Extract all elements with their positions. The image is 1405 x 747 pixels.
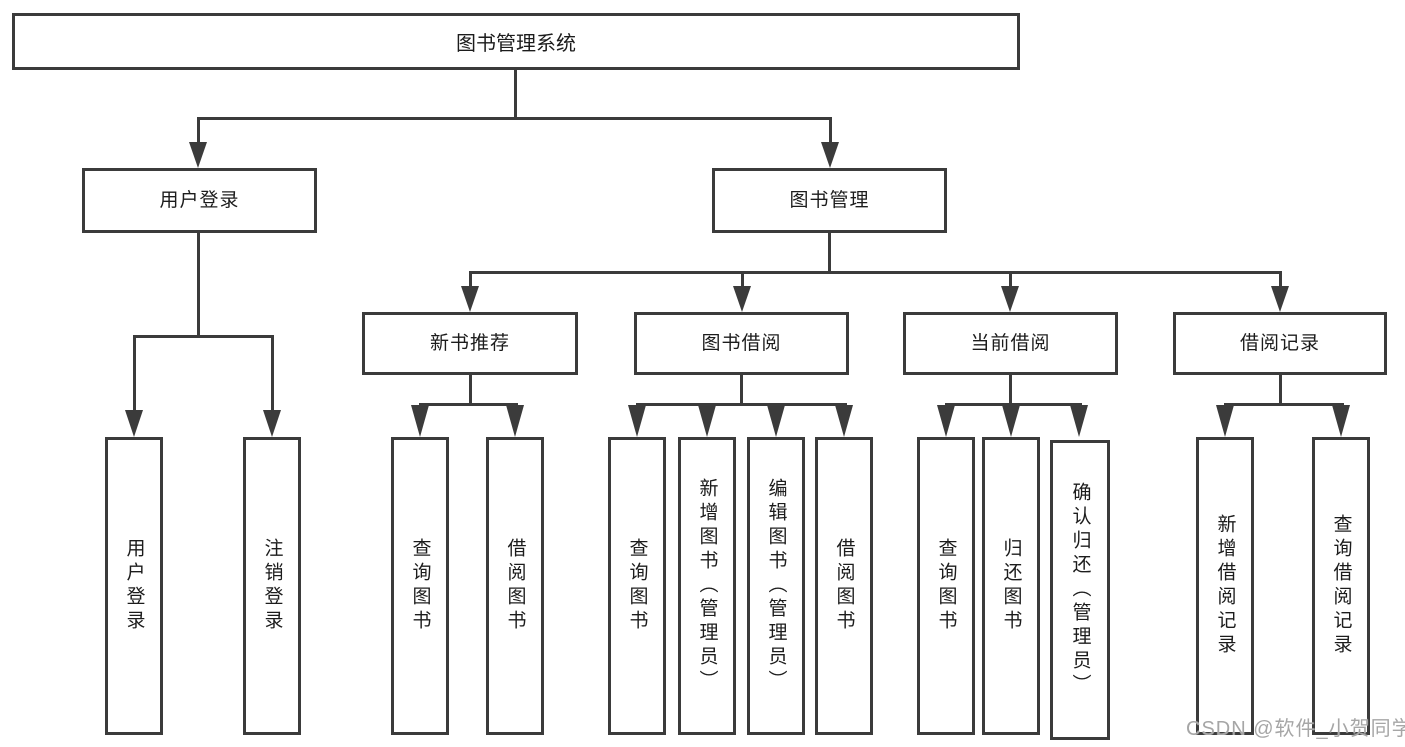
arrowhead-icon xyxy=(1002,405,1020,437)
leaf-query-books-current-label: 查询图书 xyxy=(935,538,957,634)
connector-line xyxy=(741,271,744,291)
connector-line xyxy=(828,233,831,274)
arrowhead-icon xyxy=(1216,405,1234,437)
arrowhead-icon xyxy=(1332,405,1350,437)
connector-line xyxy=(133,335,274,338)
leaf-query-books-recommend-label: 查询图书 xyxy=(409,538,431,634)
node-current-borrowing: 当前借阅 xyxy=(903,312,1118,375)
node-borrowing-records: 借阅记录 xyxy=(1173,312,1387,375)
arrowhead-icon xyxy=(1070,405,1088,437)
arrowhead-icon xyxy=(125,410,143,437)
node-user-login-label: 用户登录 xyxy=(159,190,240,211)
connector-line xyxy=(469,375,472,406)
connector-line xyxy=(271,335,274,412)
arrowhead-icon xyxy=(263,410,281,437)
node-current-borrowing-label: 当前借阅 xyxy=(970,333,1051,354)
watermark: CSDN @软件_小贺同学 xyxy=(1186,718,1405,740)
leaf-user-login-label: 用户登录 xyxy=(123,538,145,634)
leaf-logout: 注销登录 xyxy=(243,437,301,735)
node-new-book-recommend: 新书推荐 xyxy=(362,312,578,375)
leaf-add-books-admin-label: 新增图书（管理员） xyxy=(696,478,718,694)
connector-line xyxy=(514,70,517,119)
connector-line xyxy=(197,117,200,147)
connector-line xyxy=(1224,403,1344,406)
node-new-book-recommend-label: 新书推荐 xyxy=(429,333,510,354)
leaf-edit-books-admin-label: 编辑图书（管理员） xyxy=(765,478,787,694)
node-book-borrowing-label: 图书借阅 xyxy=(701,333,782,354)
connector-line xyxy=(1009,271,1012,291)
connector-line xyxy=(1279,271,1282,291)
leaf-borrow-books: 借阅图书 xyxy=(815,437,873,735)
node-library-system-label: 图书管理系统 xyxy=(456,33,576,55)
arrowhead-icon xyxy=(835,405,853,437)
arrowhead-icon xyxy=(411,405,429,437)
arrowhead-icon xyxy=(767,405,785,437)
connector-line xyxy=(197,117,832,120)
leaf-query-books-recommend: 查询图书 xyxy=(391,437,449,735)
leaf-borrow-books-recommend-label: 借阅图书 xyxy=(504,538,526,634)
connector-line xyxy=(469,271,472,291)
arrowhead-icon xyxy=(733,286,751,312)
connector-line xyxy=(945,403,1082,406)
arrowhead-icon xyxy=(189,142,207,168)
leaf-query-borrow-record-label: 查询借阅记录 xyxy=(1330,514,1352,658)
arrowhead-icon xyxy=(821,142,839,168)
leaf-query-books-borrowing-label: 查询图书 xyxy=(626,538,648,634)
connector-line xyxy=(829,117,832,147)
leaf-query-books-borrowing: 查询图书 xyxy=(608,437,666,735)
leaf-add-books-admin: 新增图书（管理员） xyxy=(678,437,736,735)
arrowhead-icon xyxy=(1001,286,1019,312)
connector-line xyxy=(1009,375,1012,406)
node-book-management: 图书管理 xyxy=(712,168,947,233)
node-library-system: 图书管理系统 xyxy=(12,13,1020,70)
leaf-logout-label: 注销登录 xyxy=(261,538,283,634)
leaf-query-books-current: 查询图书 xyxy=(917,437,975,735)
connector-line xyxy=(419,403,518,406)
connector-line xyxy=(1279,375,1282,406)
leaf-return-books: 归还图书 xyxy=(982,437,1040,735)
node-book-borrowing: 图书借阅 xyxy=(634,312,849,375)
leaf-user-login: 用户登录 xyxy=(105,437,163,735)
arrowhead-icon xyxy=(698,405,716,437)
connector-line xyxy=(469,271,1282,274)
arrowhead-icon xyxy=(628,405,646,437)
leaf-borrow-books-label: 借阅图书 xyxy=(833,538,855,634)
leaf-return-books-label: 归还图书 xyxy=(1000,538,1022,634)
arrowhead-icon xyxy=(1271,286,1289,312)
leaf-confirm-return-admin-label: 确认归还（管理员） xyxy=(1069,482,1091,698)
node-borrowing-records-label: 借阅记录 xyxy=(1239,333,1320,354)
arrowhead-icon xyxy=(461,286,479,312)
leaf-add-borrow-record-label: 新增借阅记录 xyxy=(1214,514,1236,658)
connector-line xyxy=(197,233,200,338)
leaf-edit-books-admin: 编辑图书（管理员） xyxy=(747,437,805,735)
leaf-add-borrow-record: 新增借阅记录 xyxy=(1196,437,1254,735)
connector-line xyxy=(636,403,847,406)
leaf-borrow-books-recommend: 借阅图书 xyxy=(486,437,544,735)
leaf-query-borrow-record: 查询借阅记录 xyxy=(1312,437,1370,735)
arrowhead-icon xyxy=(506,405,524,437)
node-book-management-label: 图书管理 xyxy=(789,190,870,211)
arrowhead-icon xyxy=(937,405,955,437)
connector-line xyxy=(133,335,136,412)
node-user-login: 用户登录 xyxy=(82,168,317,233)
leaf-confirm-return-admin: 确认归还（管理员） xyxy=(1050,440,1110,740)
connector-line xyxy=(740,375,743,406)
